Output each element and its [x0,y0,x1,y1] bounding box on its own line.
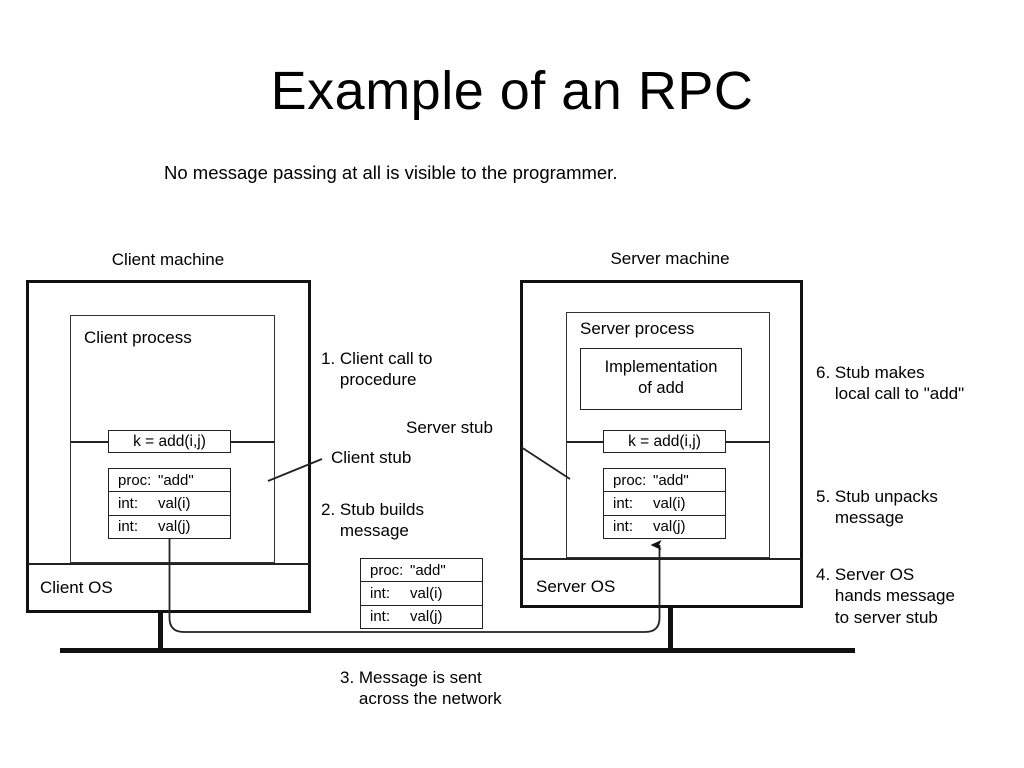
server-stub-value: val(j) [653,518,686,536]
server-os-label: Server OS [536,577,616,596]
client-stub-row: int: val(i) [109,492,230,516]
step-3-annotation: 3. Message is sent across the network [340,668,502,709]
step-6-annotation: 6. Stub makes local call to "add" [816,363,965,404]
message-value: "add" [410,561,446,579]
server-network-drop [668,608,673,651]
client-stub-value: "add" [158,471,194,489]
server-os-divider [522,558,801,560]
implementation-line-2: of add [638,378,684,397]
client-call-box: k = add(i,j) [108,430,231,453]
implementation-line-1: Implementation [604,358,718,376]
page-subtitle: No message passing at all is visible to … [164,162,618,183]
message-row: int: val(j) [361,606,482,628]
step-1-annotation: 1. Client call to procedure [321,349,433,390]
message-row: int: val(i) [361,582,482,606]
message-value: val(j) [410,608,443,626]
client-stub-value: val(j) [158,518,191,536]
client-call-rail-left [71,441,109,443]
server-stub-table: proc: "add" int: val(i) int: val(j) [603,468,726,539]
server-stub-row: int: val(i) [604,492,725,516]
network-bus-line [60,648,855,653]
server-stub-value: "add" [653,471,689,489]
client-stub-row: proc: "add" [109,469,230,493]
message-row: proc: "add" [361,559,482,583]
message-key: proc: [370,561,404,579]
server-stub-row: int: val(j) [604,516,725,538]
client-stub-table: proc: "add" int: val(i) int: val(j) [108,468,231,539]
server-call-box: k = add(i,j) [603,430,726,453]
client-os-label: Client OS [40,578,113,597]
server-call-rail-left [567,441,603,443]
server-call-rail-right [725,441,770,443]
client-os-divider [28,563,309,565]
client-stub-key: proc: [118,471,152,489]
client-stub-key: int: [118,494,139,512]
message-key: int: [370,608,391,626]
server-stub-label: Server stub [406,418,493,437]
client-network-drop [158,613,163,651]
step-5-annotation: 5. Stub unpacks message [816,487,938,528]
client-stub-key: int: [118,518,139,536]
client-machine-label: Client machine [111,250,225,269]
step-2-annotation: 2. Stub builds message [321,500,425,541]
network-message-box: proc: "add" int: val(i) int: val(j) [360,558,483,629]
client-stub-label: Client stub [331,448,412,467]
server-stub-value: val(i) [653,494,686,512]
implementation-of-add-box: Implementation of add [580,348,742,410]
client-stub-value: val(i) [158,494,191,512]
server-stub-row: proc: "add" [604,469,725,493]
server-stub-key: int: [613,518,634,536]
server-process-label: Server process [580,319,695,338]
server-stub-key: int: [613,494,634,512]
client-stub-row: int: val(j) [109,516,230,538]
page-title: Example of an RPC [270,61,754,121]
message-value: val(i) [410,584,443,602]
server-stub-key: proc: [613,471,647,489]
client-process-label: Client process [84,328,192,347]
step-4-annotation: 4. Server OS hands message to server stu… [816,565,955,627]
client-call-rail-right [230,441,275,443]
server-machine-label: Server machine [610,249,730,268]
message-key: int: [370,584,391,602]
